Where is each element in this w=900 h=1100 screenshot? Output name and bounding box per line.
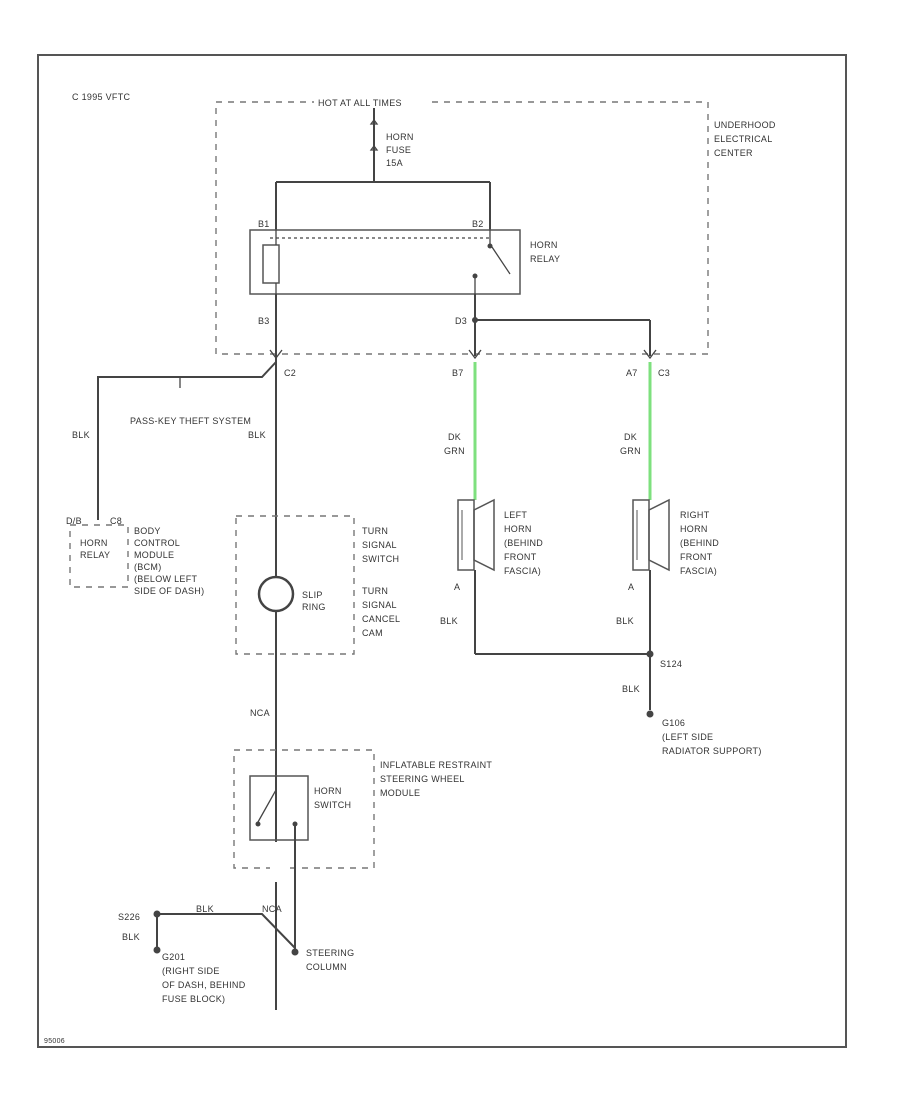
relay-label-1: HORN	[530, 240, 558, 250]
turn-cancel-4: CAM	[362, 628, 383, 638]
right-horn-label-2: HORN	[680, 524, 708, 534]
right-horn-pin: A	[628, 582, 634, 592]
steering-column-ground	[291, 948, 299, 956]
right-horn-wire-1: DK	[624, 432, 637, 442]
pin-b2-label: B2	[472, 219, 484, 229]
steering-column-1: STEERING	[306, 948, 354, 958]
bcm-module-2: CONTROL	[134, 538, 180, 548]
fuse-label-3: 15A	[386, 158, 403, 168]
turn-cancel-2: SIGNAL	[362, 600, 397, 610]
ground-g201-loc-1: (RIGHT SIDE	[162, 966, 220, 976]
wire-top-blk: BLK	[196, 904, 214, 914]
ground-g201-loc-2: OF DASH, BEHIND	[162, 980, 246, 990]
right-horn-gnd-wire: BLK	[616, 616, 634, 626]
footer-code: 95006	[44, 1038, 65, 1045]
ground-g106-loc-2: RADIATOR SUPPORT)	[662, 746, 762, 756]
module-label-3: MODULE	[380, 788, 420, 798]
splice-s124	[646, 650, 654, 658]
module-label-1: INFLATABLE RESTRAINT	[380, 760, 492, 770]
right-horn-label-3: (BEHIND	[680, 538, 719, 548]
bcm-relay-1: HORN	[80, 538, 108, 548]
right-horn-label-5: FASCIA)	[680, 566, 717, 576]
turn-signal-1: TURN	[362, 526, 388, 536]
ground-g201-label: G201	[162, 952, 185, 962]
right-horn-label-4: FRONT	[680, 552, 713, 562]
b7-pin-label: B7	[452, 368, 464, 378]
bcm-location-1: (BELOW LEFT	[134, 574, 198, 584]
bcm-module-4: (BCM)	[134, 562, 162, 572]
fuse-symbol	[369, 118, 379, 151]
ground-g201-loc-3: FUSE BLOCK)	[162, 994, 225, 1004]
horn-switch-label-1: HORN	[314, 786, 342, 796]
antitheft-wire-mid: BLK	[248, 430, 266, 440]
ground-g106-label: G106	[662, 718, 685, 728]
splice-s226-label: S226	[118, 912, 140, 922]
underhood-electrical-center-box	[215, 101, 709, 355]
left-horn-gnd-wire: BLK	[440, 616, 458, 626]
antitheft-system-label: PASS-KEY THEFT SYSTEM	[130, 416, 251, 426]
bcm-pin-left: D/B	[66, 516, 82, 526]
center-label-1: UNDERHOOD	[714, 120, 776, 130]
relay-label-2: RELAY	[530, 254, 560, 264]
left-horn-wire-2: GRN	[444, 446, 465, 456]
bcm-relay-2: RELAY	[80, 550, 110, 560]
pin-d3-label: D3	[455, 316, 467, 326]
ground-g201-icon	[153, 946, 161, 954]
center-label-2: ELECTRICAL	[714, 134, 773, 144]
bcm-location-2: SIDE OF DASH)	[134, 586, 204, 596]
wire-top-nca: NCA	[262, 904, 282, 914]
fuse-label-1: HORN	[386, 132, 414, 142]
right-horn-wire-2: GRN	[620, 446, 641, 456]
left-horn-label-4: FRONT	[504, 552, 537, 562]
bcm-module-1: BODY	[134, 526, 161, 536]
hot-at-all-times-label: HOT AT ALL TIMES	[318, 98, 402, 108]
relay-switch-contact	[474, 230, 511, 294]
left-horn-label-3: (BEHIND	[504, 538, 543, 548]
left-horn-pin: A	[454, 582, 460, 592]
diagram-frame	[37, 54, 847, 1048]
ground-left-wire: BLK	[122, 932, 140, 942]
horn-switch-box	[249, 775, 309, 841]
turn-cancel-1: TURN	[362, 586, 388, 596]
fuse-label-2: FUSE	[386, 145, 411, 155]
horn-relay-box	[249, 229, 521, 295]
bcm-module-3: MODULE	[134, 550, 174, 560]
ground-right-wire: BLK	[622, 684, 640, 694]
slip-ring-icon	[257, 575, 295, 613]
c2-connector-label: C2	[284, 368, 296, 378]
splice-s124-label: S124	[660, 659, 682, 669]
inflatable-restraint-module-box	[233, 749, 375, 869]
bcm-pin-right: C8	[110, 516, 122, 526]
turn-cancel-3: CANCEL	[362, 614, 400, 624]
center-label-3: CENTER	[714, 148, 753, 158]
turn-signal-3: SWITCH	[362, 554, 399, 564]
ground-g106-icon	[646, 710, 654, 718]
left-horn-wire-1: DK	[448, 432, 461, 442]
horn-switch-label-2: SWITCH	[314, 800, 351, 810]
ground-g106-loc-1: (LEFT SIDE	[662, 732, 713, 742]
c3-connector-label: C3	[658, 368, 670, 378]
slip-ring-2: RING	[302, 602, 326, 612]
copyright: C 1995 VFTC	[72, 92, 131, 102]
left-horn-icon	[457, 498, 495, 572]
steering-column-2: COLUMN	[306, 962, 347, 972]
left-horn-label-5: FASCIA)	[504, 566, 541, 576]
left-horn-label-1: LEFT	[504, 510, 527, 520]
right-horn-label-1: RIGHT	[680, 510, 710, 520]
steering-nca-wire: NCA	[250, 708, 270, 718]
pin-b1-label: B1	[258, 219, 270, 229]
slip-ring-1: SLIP	[302, 590, 323, 600]
horn-switch-contact	[257, 776, 277, 823]
turn-signal-switch-box	[235, 515, 355, 655]
antitheft-wire-left: BLK	[72, 430, 90, 440]
right-horn-icon	[632, 498, 670, 572]
relay-coil	[262, 244, 280, 284]
left-horn-label-2: HORN	[504, 524, 532, 534]
a7-pin-label: A7	[626, 368, 638, 378]
turn-signal-2: SIGNAL	[362, 540, 397, 550]
bcm-box	[69, 524, 129, 588]
module-label-2: STEERING WHEEL	[380, 774, 465, 784]
pin-b3-label: B3	[258, 316, 270, 326]
